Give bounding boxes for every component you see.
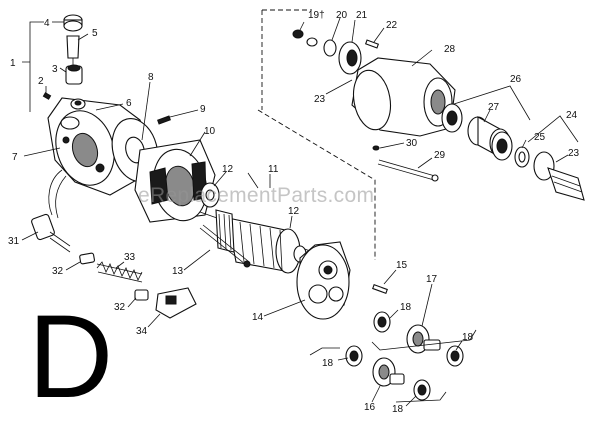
callout-22: 22 [386, 20, 398, 31]
callout-18-a: 18 [400, 302, 412, 313]
bearing-plate [296, 241, 351, 320]
carbon-brush [66, 35, 80, 66]
bearing-18d [413, 379, 431, 401]
gear-16 [372, 357, 405, 387]
pin-15 [372, 284, 388, 294]
callout-9: 9 [200, 104, 206, 115]
callout-32-a: 32 [52, 266, 64, 277]
callout-1: 1 [10, 58, 16, 69]
callout-33: 33 [124, 252, 136, 263]
callout-18-d: 18 [392, 404, 404, 415]
callout-18-c: 18 [322, 358, 334, 369]
spring-33 [96, 261, 143, 283]
small-screw [42, 92, 52, 100]
callout-19: 19† [308, 10, 325, 21]
armature [199, 209, 331, 274]
ring-25 [514, 146, 530, 168]
intermediate-gear-17 [406, 324, 441, 354]
callout-30: 30 [406, 138, 418, 149]
callout-2: 2 [38, 76, 44, 87]
gear-case-group-boundary [257, 9, 376, 260]
field-assembly [134, 139, 216, 223]
field-wires [48, 169, 67, 219]
callout-34: 34 [136, 326, 148, 337]
callout-26: 26 [510, 74, 522, 85]
bearing-18c [345, 345, 363, 367]
callout-12-lower: 12 [288, 206, 300, 217]
bearing-washer-upper [200, 182, 220, 208]
switch-34 [155, 287, 197, 319]
spindle-23 [533, 151, 585, 201]
brush-cap [63, 14, 83, 32]
callout-17: 17 [426, 274, 438, 285]
leader-lines [21, 17, 569, 407]
callout-10: 10 [204, 126, 216, 137]
watermark-text: eReplacementParts.com [138, 184, 375, 207]
callout-16: 16 [364, 402, 376, 413]
callout-20: 20 [336, 10, 348, 21]
brush-holder [65, 64, 83, 85]
callout-31: 31 [8, 236, 20, 247]
callout-32-b: 32 [114, 302, 126, 313]
callout-23-right: 23 [568, 148, 580, 159]
callout-28: 28 [444, 44, 456, 55]
callout-24: 24 [566, 110, 578, 121]
bearing-18a [373, 311, 391, 333]
rod-29 [377, 159, 439, 182]
callout-23-left: 23 [314, 94, 326, 105]
callout-18-b: 18 [462, 332, 474, 343]
bearing-26a [441, 103, 463, 133]
terminal-32b [134, 289, 149, 301]
callout-15: 15 [396, 260, 408, 271]
section-letter: D [28, 291, 114, 423]
bracket-bearings-upper [371, 329, 477, 351]
gear-21 [338, 41, 362, 75]
pin-30 [372, 145, 380, 151]
callout-11: 11 [268, 164, 279, 175]
callout-25: 25 [534, 132, 546, 143]
bracket-item-1 [22, 21, 44, 112]
callout-13: 13 [172, 266, 184, 277]
callout-4: 4 [44, 18, 50, 29]
bearing-26b [491, 131, 513, 161]
callout-7: 7 [12, 152, 18, 163]
callout-3: 3 [52, 64, 58, 75]
washer-20 [323, 39, 337, 57]
callout-5: 5 [92, 28, 98, 39]
callout-8: 8 [148, 72, 154, 83]
callout-labels: 1 2 3 4 5 6 7 8 9 10 11 12 12 13 14 15 1… [8, 10, 580, 415]
callout-12-upper: 12 [222, 164, 234, 175]
key-22 [364, 39, 380, 49]
bearing-18b [446, 345, 464, 367]
callout-14: 14 [252, 312, 264, 323]
nut-19 [292, 29, 318, 47]
gear-case-28 [351, 57, 456, 137]
through-bolt [199, 224, 251, 268]
callout-29: 29 [434, 150, 446, 161]
callout-6: 6 [126, 98, 132, 109]
wire-connector [31, 213, 71, 253]
callout-27: 27 [488, 102, 500, 113]
callout-21: 21 [356, 10, 368, 21]
terminal-32a [79, 252, 95, 265]
bracket-bearings-26 [453, 85, 531, 121]
bracket-spindle-24 [527, 115, 579, 143]
